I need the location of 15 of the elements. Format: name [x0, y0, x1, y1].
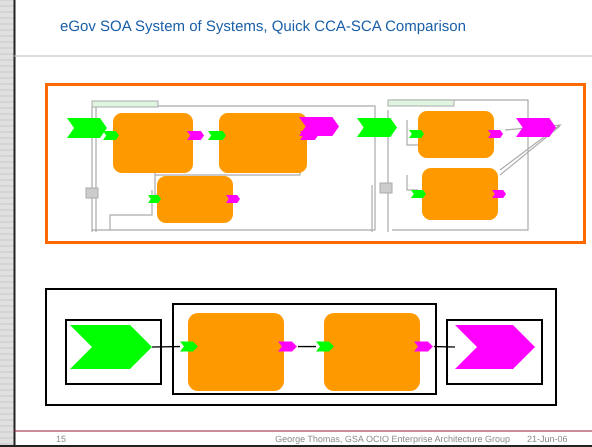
chevron-shape: [455, 325, 535, 369]
slide-title: eGov SOA System of Systems, Quick CCA-SCA Comparison: [60, 18, 467, 35]
component-box: [316, 313, 434, 391]
footer-date: 21-Jun-06: [527, 434, 568, 444]
group-box: [446, 319, 543, 385]
connector-line: [434, 346, 456, 348]
page-number: 15: [56, 434, 66, 444]
connector-line: [298, 346, 316, 348]
group-box: [65, 319, 162, 385]
component-box: [180, 313, 298, 391]
footer-text: George Thomas, GSA OCIO Enterprise Architecture Group: [275, 434, 510, 444]
group-box: [172, 303, 437, 395]
connector-line: [152, 346, 180, 348]
outer-frame: [45, 288, 557, 406]
chevron-shape: [70, 325, 152, 369]
